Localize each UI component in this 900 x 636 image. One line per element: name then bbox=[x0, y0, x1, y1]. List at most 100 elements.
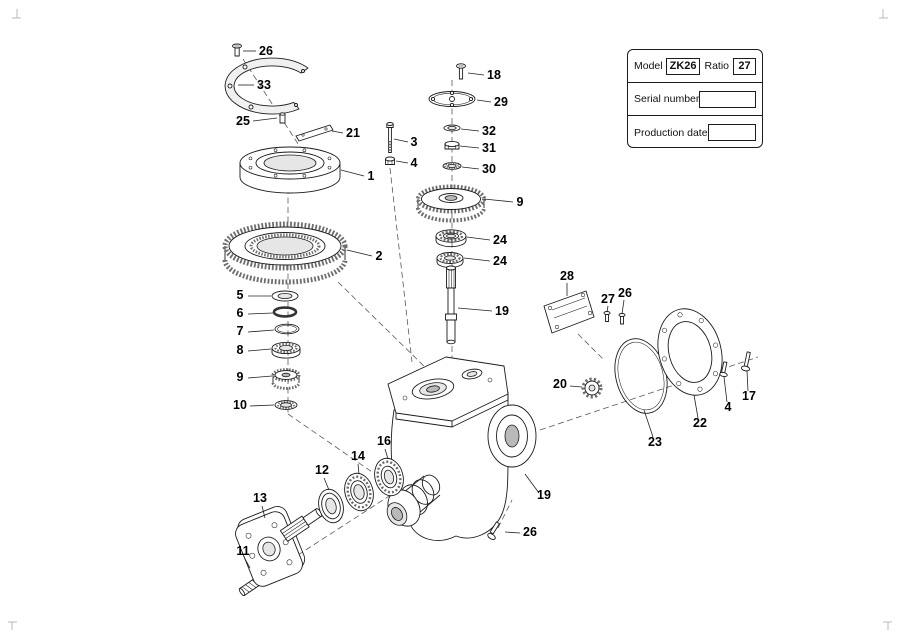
part-bearing-ring-1 bbox=[239, 146, 341, 194]
part-ring-gear-2 bbox=[222, 221, 348, 285]
part-input-shaft-11-splined bbox=[279, 508, 323, 542]
leader-line-26 bbox=[621, 299, 625, 315]
leader-line-22 bbox=[693, 394, 699, 419]
part-label-7: 7 bbox=[237, 324, 244, 338]
part-label-21: 21 bbox=[346, 126, 360, 140]
part-washer-32 bbox=[443, 124, 461, 132]
part-label-10: 10 bbox=[233, 398, 247, 412]
part-label-19: 19 bbox=[495, 304, 509, 318]
part-nut-31 bbox=[444, 140, 460, 150]
leader-line-7 bbox=[247, 329, 275, 333]
part-screw-26-bottom bbox=[487, 521, 500, 540]
part-washer-5 bbox=[271, 290, 299, 302]
part-ring-10 bbox=[274, 400, 298, 410]
part-label-1: 1 bbox=[368, 169, 375, 183]
part-screw-4-right bbox=[719, 361, 728, 378]
part-label-20: 20 bbox=[553, 377, 567, 391]
part-cover-ring-22 bbox=[657, 308, 723, 396]
part-shaft-19 bbox=[445, 265, 457, 345]
part-screw-18 bbox=[456, 63, 466, 80]
part-pinion-gear-9-left bbox=[271, 368, 301, 390]
serial-number-label: Serial number bbox=[634, 93, 700, 105]
part-shim-segment-33 bbox=[224, 57, 309, 115]
part-strip-21 bbox=[295, 124, 334, 142]
part-bolt-3 bbox=[386, 122, 394, 153]
leader-line-8 bbox=[247, 348, 272, 352]
serial-number-value bbox=[699, 90, 756, 108]
leader-line-31 bbox=[459, 145, 480, 149]
part-housing bbox=[386, 356, 537, 541]
part-label-29: 29 bbox=[494, 95, 508, 109]
part-bearing-24-upper bbox=[435, 229, 467, 248]
part-label-24: 24 bbox=[493, 233, 507, 247]
leader-line-29 bbox=[476, 99, 492, 103]
part-bearing-8 bbox=[271, 341, 301, 359]
leader-line-18 bbox=[467, 72, 485, 76]
info-row-model: Model ZK26 Ratio 27 bbox=[628, 50, 762, 83]
part-label-27: 27 bbox=[601, 292, 615, 306]
crop-marks bbox=[8, 9, 892, 630]
part-label-23: 23 bbox=[648, 435, 662, 449]
part-bearing-14 bbox=[344, 472, 374, 512]
part-label-26: 26 bbox=[259, 44, 273, 58]
part-label-8: 8 bbox=[237, 343, 244, 357]
part-label-31: 31 bbox=[482, 141, 496, 155]
leader-line-4 bbox=[395, 160, 409, 164]
part-seal-ring-12 bbox=[318, 488, 344, 524]
part-bearing-16 bbox=[374, 457, 404, 497]
part-label-13: 13 bbox=[253, 491, 267, 505]
leader-line-9 bbox=[483, 198, 514, 203]
part-label-9: 9 bbox=[237, 370, 244, 384]
leader-line-19 bbox=[457, 307, 493, 312]
leader-line-6 bbox=[247, 312, 274, 315]
leader-line-24 bbox=[463, 257, 491, 262]
part-label-16: 16 bbox=[377, 434, 391, 448]
leader-line-19 bbox=[524, 473, 540, 494]
leader-line-2 bbox=[346, 249, 373, 257]
leader-line-25 bbox=[252, 117, 278, 122]
part-label-4: 4 bbox=[725, 400, 732, 414]
part-bearing-24-lower bbox=[436, 252, 464, 268]
production-date-label: Production date bbox=[634, 126, 708, 139]
leader-line-16 bbox=[384, 448, 389, 460]
part-screw-26-right bbox=[618, 313, 626, 325]
leader-line-20 bbox=[569, 385, 583, 388]
part-label-22: 22 bbox=[693, 416, 707, 430]
leader-line-23 bbox=[643, 409, 654, 438]
part-label-12: 12 bbox=[315, 463, 329, 477]
leader-line-13 bbox=[261, 505, 266, 519]
leader-line-30 bbox=[461, 166, 480, 170]
leader-line-26 bbox=[504, 531, 521, 534]
part-label-24: 24 bbox=[493, 254, 507, 268]
model-label: Model bbox=[634, 60, 663, 72]
part-label-5: 5 bbox=[237, 288, 244, 302]
model-value: ZK26 bbox=[665, 57, 701, 75]
part-screw-27 bbox=[603, 311, 611, 322]
part-label-26: 26 bbox=[618, 286, 632, 300]
part-bracket-plate-28 bbox=[543, 290, 595, 334]
part-lock-washer-30 bbox=[442, 162, 462, 170]
ratio-label: Ratio bbox=[704, 60, 729, 72]
part-label-18: 18 bbox=[487, 68, 501, 82]
part-label-25: 25 bbox=[236, 114, 250, 128]
leader-line-14 bbox=[357, 463, 360, 475]
leader-line-9 bbox=[247, 375, 273, 379]
leader-line-32 bbox=[460, 128, 480, 132]
info-box: Model ZK26 Ratio 27 Serial number Produc… bbox=[627, 49, 763, 148]
part-gear-9-center bbox=[416, 184, 486, 223]
leader-line-3 bbox=[393, 138, 409, 143]
part-oring-6 bbox=[272, 306, 298, 318]
info-row-serial: Serial number bbox=[628, 83, 762, 116]
info-row-production: Production date bbox=[628, 116, 762, 149]
part-label-9: 9 bbox=[517, 195, 524, 209]
part-label-33: 33 bbox=[257, 78, 271, 92]
leader-line-21 bbox=[331, 130, 344, 134]
part-label-19: 19 bbox=[537, 488, 551, 502]
part-label-30: 30 bbox=[482, 162, 496, 176]
leader-line-1 bbox=[340, 169, 365, 177]
part-flange-nut-20 bbox=[581, 377, 603, 399]
part-label-2: 2 bbox=[376, 249, 383, 263]
